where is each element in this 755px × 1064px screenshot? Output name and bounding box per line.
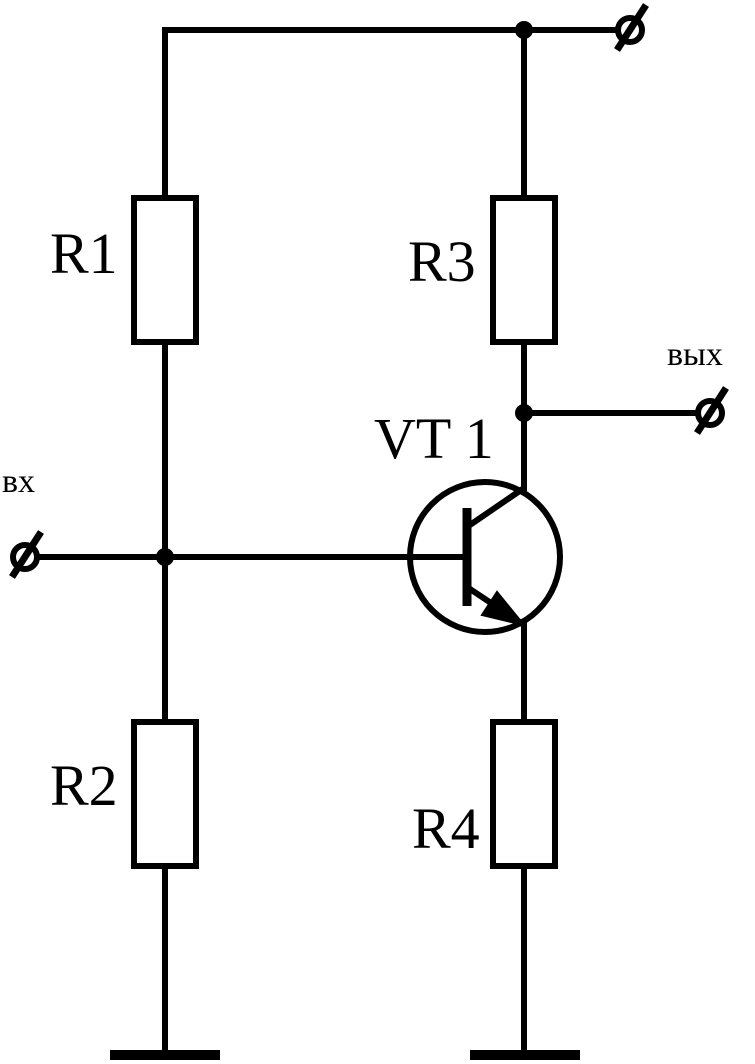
junctions xyxy=(156,21,533,566)
transistor-envelope xyxy=(407,479,563,635)
transistor-collector xyxy=(465,485,526,530)
resistors xyxy=(131,195,558,869)
label-r1: R1 xyxy=(50,221,118,286)
terminal-supply-icon xyxy=(614,3,649,52)
wires xyxy=(22,27,708,1055)
junction-top xyxy=(515,21,533,39)
junction-base xyxy=(156,548,174,566)
terminal-input-icon xyxy=(9,530,44,579)
junction-output xyxy=(515,404,533,422)
label-r3: R3 xyxy=(408,229,476,294)
label-r2: R2 xyxy=(50,753,118,818)
label-output: вых xyxy=(667,336,723,373)
resistor-r4-body xyxy=(490,719,558,869)
label-input: вх xyxy=(2,463,35,500)
label-r4: R4 xyxy=(412,796,480,861)
terminals xyxy=(9,3,729,579)
emitter-arrow-icon xyxy=(480,590,527,627)
terminal-output-icon xyxy=(694,386,729,435)
resistor-r2-body xyxy=(131,719,199,869)
resistor-r3-body xyxy=(490,195,558,345)
label-vt1: VT 1 xyxy=(374,406,494,471)
transistor-vt1 xyxy=(407,479,563,635)
resistor-r1-body xyxy=(131,195,199,345)
